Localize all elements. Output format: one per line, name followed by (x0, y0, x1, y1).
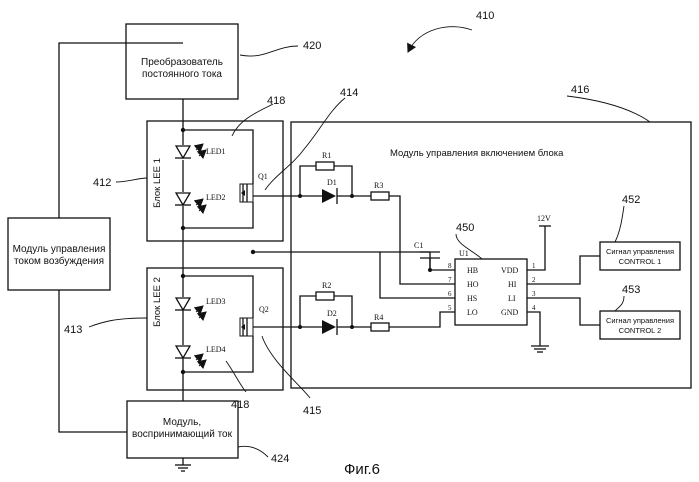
ref-452: 452 (622, 194, 640, 206)
ref-415: 415 (303, 405, 321, 417)
pin-num-8: 8 (448, 262, 452, 270)
pin-num-1: 1 (532, 262, 536, 270)
v12-label: 12V (537, 214, 551, 223)
ic-u1: U1 HB HO HS LO VDD HI LI GND 8 7 6 5 1 2… (448, 249, 536, 325)
q1-label: Q1 (258, 172, 268, 181)
pin-num-6: 6 (448, 290, 452, 298)
pin-num-2: 2 (532, 276, 536, 284)
pin-num-3: 3 (532, 290, 536, 298)
dc-converter-block: Преобразователь постоянного тока (126, 24, 238, 99)
current-sensing-block: Модуль, воспринимающий ток (127, 401, 238, 458)
ref-418-upper: 418 (267, 95, 285, 107)
ref-413: 413 (64, 324, 82, 336)
control-signal-2: Сигнал управления CONTROL 2 (600, 311, 680, 339)
c1-label: C1 (414, 241, 423, 250)
pin-hi: HI (508, 280, 517, 289)
ref-412: 412 (93, 177, 111, 189)
ref-416: 416 (571, 84, 589, 96)
r4-label: R4 (374, 313, 383, 322)
pin-num-4: 4 (532, 304, 536, 312)
pin-lo: LO (467, 308, 478, 317)
pin-hb: HB (467, 266, 478, 275)
pin-num-7: 7 (448, 276, 452, 284)
excitation-label-1: Модуль управления (13, 244, 106, 255)
figure-caption: Фиг.6 (344, 461, 380, 478)
q2-label: Q2 (259, 305, 269, 314)
pin-hs: HS (467, 294, 477, 303)
ref-414: 414 (340, 87, 358, 99)
control-signal-1: Сигнал управления CONTROL 1 (600, 242, 680, 270)
excitation-label-2: током возбуждения (14, 255, 104, 267)
d2-label: D2 (327, 309, 337, 318)
enable-module-label: Модуль управления включением блока (390, 148, 564, 159)
ref-453: 453 (622, 284, 640, 296)
gate-drive-lower: R2 D2 R4 (290, 281, 455, 335)
ref-424: 424 (271, 453, 289, 465)
excitation-control-block: Модуль управления током возбуждения (8, 218, 110, 290)
led-1: LED1 (175, 144, 226, 158)
lee-block-1-label: Блок LEE 1 (152, 158, 163, 208)
ref-420: 420 (303, 40, 321, 52)
pin-li: LI (508, 294, 516, 303)
lee-block-1 (147, 121, 283, 241)
pin-ho: HO (467, 280, 479, 289)
pin-vdd: VDD (501, 266, 519, 275)
led-1-label: LED1 (206, 147, 226, 156)
signal2-label-1: Сигнал управления (606, 316, 674, 325)
pin-num-5: 5 (448, 304, 452, 312)
signal2-label-2: CONTROL 2 (619, 326, 662, 335)
signal1-label-2: CONTROL 1 (619, 257, 662, 266)
ref-410: 410 (476, 10, 494, 22)
d1-label: D1 (327, 178, 337, 187)
r3-label: R3 (374, 181, 383, 190)
sensing-label-2: воспринимающий ток (132, 429, 233, 440)
r2-label: R2 (322, 281, 331, 290)
ref-418-lower: 418 (231, 399, 249, 411)
converter-label-2: постоянного тока (142, 69, 222, 80)
pin-gnd: GND (501, 308, 519, 317)
capacitor-c1: C1 (414, 241, 440, 270)
converter-label-1: Преобразователь (141, 56, 223, 68)
r1-label: R1 (322, 151, 331, 160)
sensing-label-1: Модуль, (163, 417, 201, 428)
signal1-label-1: Сигнал управления (606, 247, 674, 256)
ic-right-wiring: 12V (527, 214, 600, 352)
led-4-label: LED4 (206, 345, 226, 354)
lee-block-2-label: Блок LEE 2 (152, 277, 163, 327)
led-2-label: LED2 (206, 193, 226, 202)
u1-label: U1 (459, 249, 469, 258)
led-3-label: LED3 (206, 297, 226, 306)
ref-450: 450 (456, 222, 474, 234)
